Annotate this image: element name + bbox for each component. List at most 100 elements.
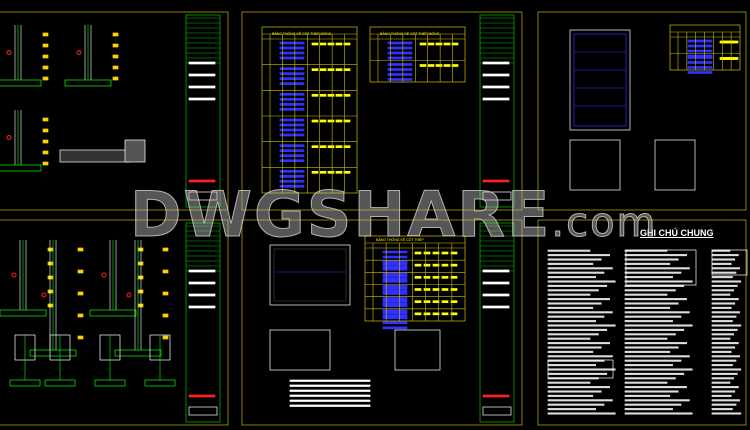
note-line bbox=[624, 324, 693, 327]
table-cell bbox=[441, 275, 449, 279]
note-line bbox=[624, 302, 679, 305]
note-line bbox=[711, 337, 731, 340]
level-tag bbox=[77, 335, 84, 340]
rebar-shape bbox=[387, 41, 413, 45]
note-line bbox=[547, 337, 591, 340]
rebar-shape bbox=[279, 72, 305, 76]
note-line bbox=[711, 390, 736, 393]
table-cell bbox=[450, 251, 458, 255]
note-line bbox=[547, 350, 594, 353]
note-line bbox=[289, 389, 371, 392]
note-line bbox=[711, 386, 739, 389]
table-cell bbox=[423, 288, 431, 291]
sheet-frame-4 bbox=[241, 219, 523, 426]
table-cell bbox=[311, 68, 319, 72]
rebar-shape bbox=[387, 56, 413, 60]
level-tag bbox=[162, 247, 169, 252]
table-cell bbox=[343, 68, 351, 72]
rebar-shape bbox=[382, 304, 408, 308]
note-line bbox=[547, 368, 616, 371]
note-line bbox=[289, 399, 371, 402]
table-cell bbox=[311, 145, 319, 149]
title-block-3 bbox=[185, 222, 221, 423]
table-cell bbox=[451, 64, 459, 67]
rebar-table bbox=[364, 235, 466, 322]
note-line bbox=[624, 377, 676, 380]
tank-section-2 bbox=[654, 139, 696, 191]
table-cell bbox=[432, 251, 440, 255]
note-line bbox=[624, 342, 687, 345]
table-cell bbox=[414, 251, 422, 255]
table-cell bbox=[343, 170, 351, 174]
table-cell bbox=[414, 312, 422, 316]
footing-outline bbox=[0, 79, 42, 87]
title-block-mark bbox=[188, 394, 216, 398]
table-cell bbox=[441, 312, 449, 316]
note-line bbox=[711, 320, 733, 323]
table-cell bbox=[327, 145, 335, 149]
note-line bbox=[711, 284, 738, 287]
table-cell bbox=[443, 42, 451, 46]
note-line bbox=[547, 355, 613, 358]
rebar-shape bbox=[279, 82, 305, 86]
title-block-mark bbox=[482, 179, 510, 183]
rebar-table bbox=[261, 26, 358, 194]
note-line bbox=[711, 328, 738, 331]
rebar-shape bbox=[279, 133, 305, 137]
rebar-shape bbox=[382, 262, 408, 266]
note-line bbox=[711, 408, 733, 411]
callout-circle bbox=[126, 292, 132, 298]
note-line bbox=[624, 359, 682, 362]
note-line bbox=[624, 364, 673, 367]
note-line bbox=[547, 320, 596, 323]
table-cell bbox=[343, 119, 351, 123]
note-line bbox=[624, 315, 682, 318]
note-line bbox=[624, 280, 693, 283]
level-tag bbox=[42, 128, 49, 133]
table-cell bbox=[423, 300, 431, 304]
level-tag bbox=[42, 76, 49, 81]
sheet-frame-0 bbox=[0, 11, 229, 211]
table-cell bbox=[432, 312, 440, 316]
title-block-text bbox=[482, 85, 510, 89]
table-cell bbox=[343, 93, 351, 97]
table-cell bbox=[423, 251, 431, 255]
rebar-shape bbox=[279, 67, 305, 71]
tank-plan-outline bbox=[569, 29, 631, 131]
table-cell bbox=[450, 288, 458, 291]
note-line bbox=[547, 311, 613, 314]
footing-outline bbox=[89, 309, 137, 317]
title-block-stamp bbox=[482, 406, 512, 416]
note-line bbox=[547, 333, 599, 336]
note-line bbox=[711, 311, 740, 314]
note-line bbox=[624, 293, 668, 296]
table-cell bbox=[414, 263, 422, 267]
table-cell bbox=[731, 40, 739, 44]
note-line bbox=[624, 298, 687, 301]
watermark-suffix: .com bbox=[551, 200, 658, 247]
rebar-shape bbox=[279, 123, 305, 127]
title-block-text bbox=[188, 281, 216, 285]
footing-outline bbox=[114, 349, 162, 357]
note-line bbox=[547, 408, 596, 411]
level-tag bbox=[47, 303, 54, 308]
rebar-shape bbox=[387, 63, 413, 66]
note-line bbox=[624, 333, 676, 336]
wall-hatch bbox=[124, 139, 146, 163]
title-block-text bbox=[188, 85, 216, 89]
note-line bbox=[711, 368, 742, 371]
rebar-shape bbox=[382, 272, 408, 276]
rebar-shape bbox=[687, 44, 713, 48]
callout-circle bbox=[6, 135, 12, 140]
watermark: DWGSHARE.com bbox=[129, 178, 658, 252]
level-tag bbox=[42, 65, 49, 70]
callout-circle bbox=[41, 292, 47, 298]
title-block-text bbox=[482, 73, 510, 77]
note-line bbox=[624, 368, 693, 371]
table-cell bbox=[335, 119, 343, 123]
rebar-shape bbox=[382, 277, 408, 281]
level-tag bbox=[112, 54, 119, 59]
note-line bbox=[624, 306, 671, 309]
note-line bbox=[711, 394, 732, 397]
